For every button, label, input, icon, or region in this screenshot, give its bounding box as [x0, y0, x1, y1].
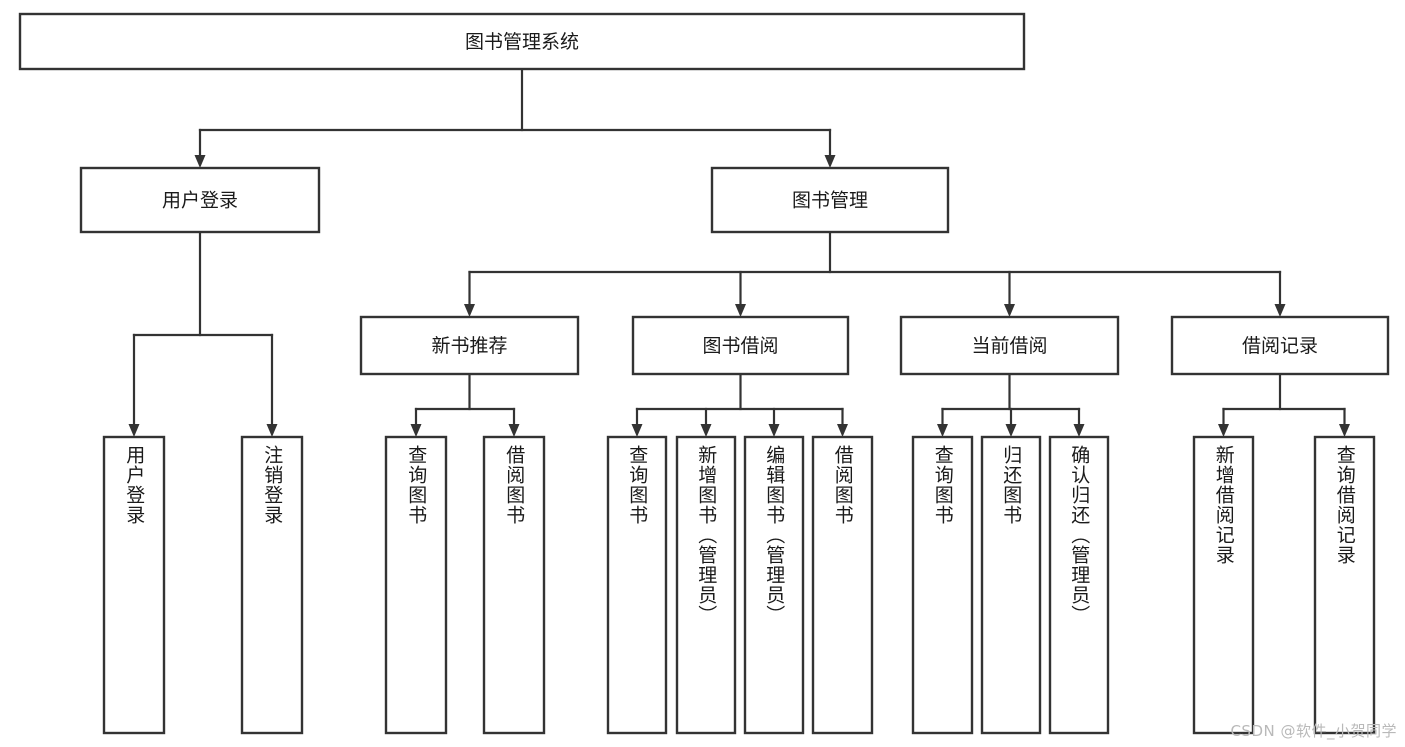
arrow-head-icon [1218, 424, 1229, 437]
arrow-head-icon [508, 424, 520, 437]
node-leaf-edit-book[interactable] [743, 435, 805, 735]
node-label: 新书推荐 [431, 335, 507, 357]
watermark-text: CSDN @软件_小贺同学 [1230, 722, 1397, 740]
node-leaf-add-book[interactable] [675, 435, 737, 735]
node-borrow-record[interactable]: 借阅记录 [1170, 315, 1390, 376]
node-leaf-confirm-return[interactable] [1048, 435, 1110, 735]
node-box [811, 435, 874, 735]
node-label: 图书借阅 [702, 335, 778, 357]
node-label: 借阅记录 [1242, 335, 1318, 357]
node-box [980, 435, 1042, 735]
node-leaf-query-book-2[interactable] [606, 435, 668, 735]
node-box [1192, 435, 1255, 735]
node-box [710, 166, 950, 234]
node-label: 图书管理 [792, 190, 868, 212]
arrow-head-icon [266, 424, 278, 437]
node-box [675, 435, 737, 735]
arrow-head-icon [128, 424, 140, 437]
node-leaf-user-login[interactable] [102, 435, 166, 735]
node-box [631, 315, 850, 376]
node-box [18, 12, 1026, 71]
node-book-borrow[interactable]: 图书借阅 [631, 315, 850, 376]
arrow-head-icon [1274, 304, 1286, 317]
edge-group-new-book-rec [410, 372, 520, 437]
node-box [606, 435, 668, 735]
node-leaf-add-record[interactable] [1192, 435, 1255, 735]
arrow-head-icon [464, 304, 475, 317]
connector-layer [128, 67, 1350, 437]
node-leaf-query-record[interactable] [1313, 435, 1376, 735]
arrow-head-icon [194, 155, 206, 168]
edge-group-root [194, 67, 836, 168]
node-label: 用户登录 [162, 190, 238, 212]
node-label: 当前借阅 [971, 335, 1047, 357]
node-leaf-borrow-book-1[interactable] [482, 435, 546, 735]
node-current-borrow[interactable]: 当前借阅 [899, 315, 1120, 376]
node-leaf-logout[interactable] [240, 435, 304, 735]
arrow-head-icon [824, 155, 836, 168]
arrow-head-icon [410, 424, 422, 437]
node-book-manage[interactable]: 图书管理 [710, 166, 950, 234]
arrow-head-icon [735, 304, 746, 317]
node-leaf-return-book[interactable] [980, 435, 1042, 735]
node-box [743, 435, 805, 735]
edge-group-book-borrow [631, 372, 848, 437]
node-label: 图书管理系统 [465, 31, 579, 53]
node-box [1170, 315, 1390, 376]
arrow-head-icon [768, 424, 780, 437]
node-box [911, 435, 974, 735]
arrow-head-icon [1073, 424, 1085, 437]
node-root[interactable]: 图书管理系统 [18, 12, 1026, 71]
edge-group-user-login [128, 230, 278, 437]
node-box [899, 315, 1120, 376]
node-box [359, 315, 580, 376]
node-box [102, 435, 166, 735]
node-box [384, 435, 448, 735]
node-leaf-query-book-3[interactable] [911, 435, 974, 735]
node-new-book-rec[interactable]: 新书推荐 [359, 315, 580, 376]
arrow-head-icon [631, 424, 643, 437]
arrow-head-icon [1005, 424, 1017, 437]
arrow-head-icon [837, 424, 848, 437]
node-leaf-borrow-book-2[interactable] [811, 435, 874, 735]
arrow-head-icon [937, 424, 948, 437]
node-box [79, 166, 321, 234]
edge-group-book-manage [464, 230, 1286, 317]
node-box [482, 435, 546, 735]
node-box [1048, 435, 1110, 735]
edge-group-current-borrow [937, 372, 1085, 437]
arrow-head-icon [1339, 424, 1350, 437]
node-box [1313, 435, 1376, 735]
arrow-head-icon [700, 424, 712, 437]
arrow-head-icon [1004, 304, 1015, 317]
node-box [240, 435, 304, 735]
node-user-login[interactable]: 用户登录 [79, 166, 321, 234]
edge-group-borrow-record [1218, 372, 1350, 437]
node-leaf-query-book-1[interactable] [384, 435, 448, 735]
